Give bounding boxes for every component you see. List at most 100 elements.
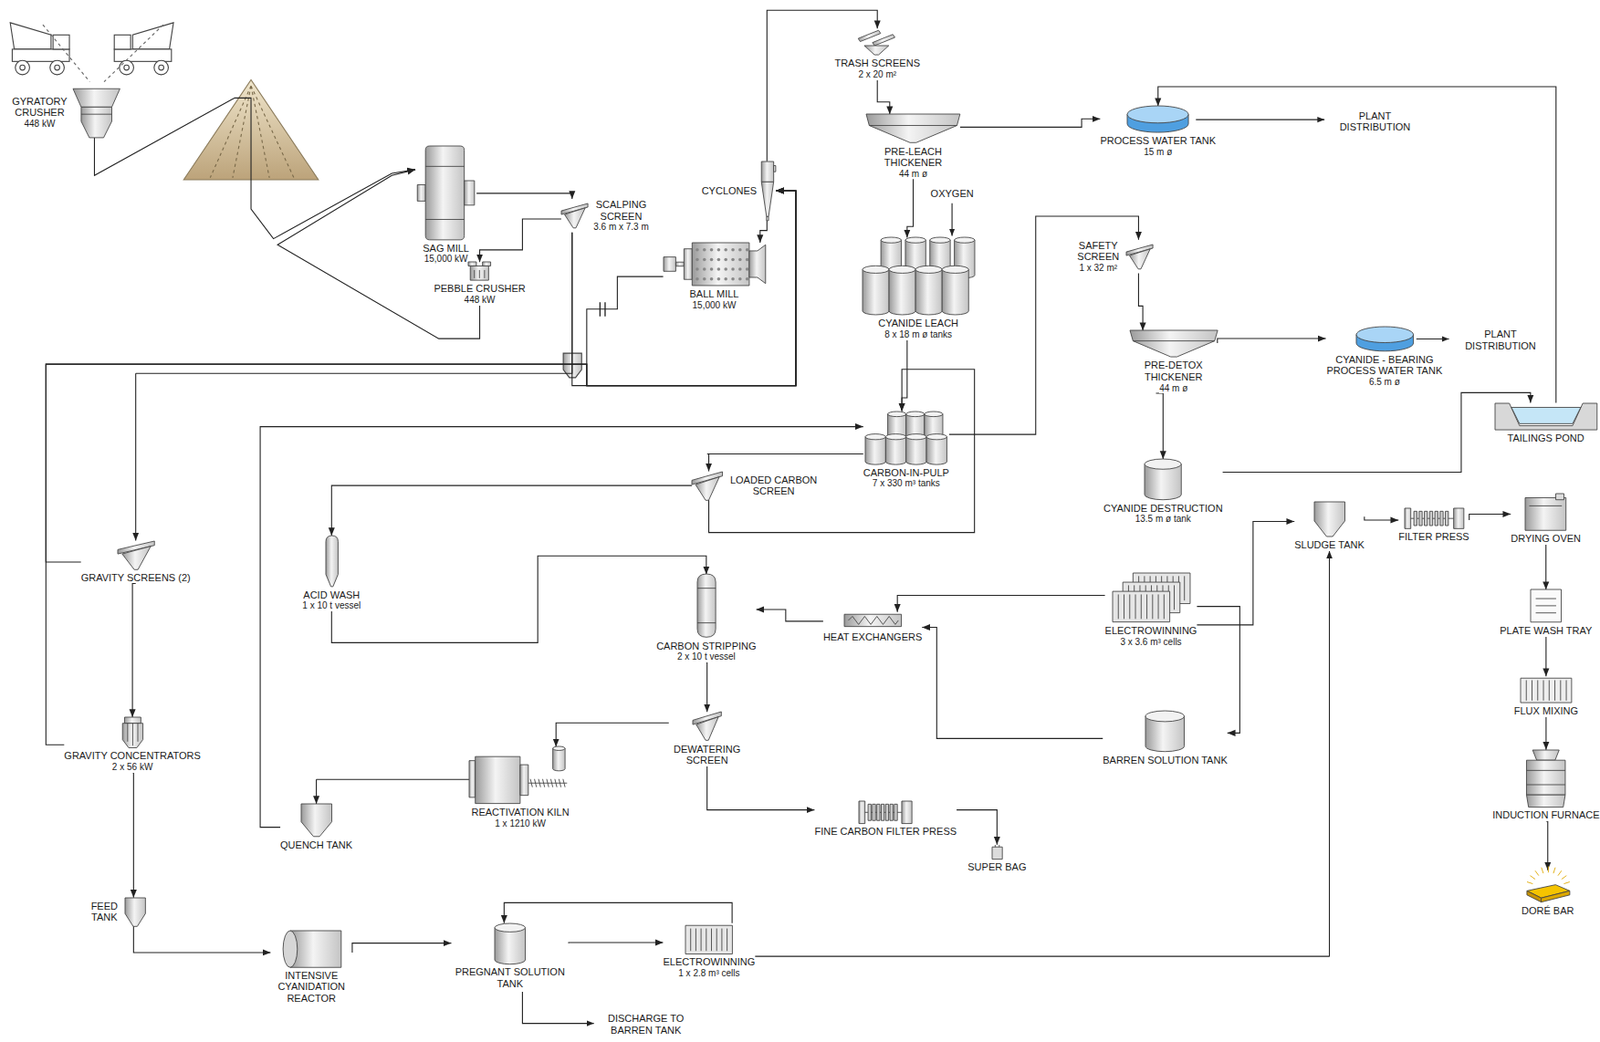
equipment-shape bbox=[868, 125, 957, 126]
equipment-shape bbox=[1530, 875, 1536, 879]
equipment-name: ELECTROWINNING bbox=[662, 956, 755, 969]
equipment-name: ACID WASH bbox=[303, 589, 360, 602]
equipment-shape bbox=[1520, 678, 1572, 703]
equipment-shape bbox=[470, 266, 490, 282]
leader-arrow bbox=[1416, 338, 1450, 340]
path-part bbox=[132, 22, 174, 50]
process-flow-line bbox=[766, 10, 878, 161]
equipment-shape bbox=[726, 928, 728, 952]
mill-liner bbox=[709, 277, 713, 282]
equipment-shape bbox=[889, 804, 893, 821]
mill-liner bbox=[723, 248, 728, 252]
equipment-spec: 13.5 m ø tank bbox=[1135, 513, 1192, 525]
label-group: BARREN SOLUTION TANK bbox=[1102, 754, 1228, 767]
equipment-shape bbox=[543, 779, 545, 788]
process-flow-line bbox=[897, 596, 1105, 613]
equipment-shape bbox=[877, 804, 880, 821]
process-flow-line bbox=[956, 810, 997, 846]
equipment-shape bbox=[559, 779, 562, 788]
equipment-icon bbox=[282, 930, 342, 968]
rect-part bbox=[114, 34, 131, 50]
equipment-shape bbox=[468, 261, 477, 266]
label-group: CYANIDE - BEARING PROCESS WATER TANK6.5 … bbox=[1326, 354, 1444, 388]
equipment-shape bbox=[1548, 680, 1550, 701]
equipment-name: ELECTROWINNING bbox=[1105, 625, 1198, 638]
equipment-shape bbox=[847, 616, 899, 625]
equipment-shape bbox=[1529, 505, 1563, 507]
label-group: CARBON-IN-PULP7 x 330 m³ tanks bbox=[863, 467, 950, 490]
circle-part bbox=[154, 60, 169, 75]
tank-top bbox=[926, 433, 947, 440]
equipment-icon bbox=[1129, 330, 1218, 357]
tank-top bbox=[1356, 326, 1414, 344]
equipment-shape bbox=[691, 242, 750, 286]
equipment-node: DORÉ BAR bbox=[1518, 870, 1577, 918]
circle-part bbox=[50, 60, 65, 75]
equipment-name: SCALPING SCREEN bbox=[590, 198, 652, 222]
equipment-name: GYRATORY CRUSHER bbox=[9, 95, 71, 119]
process-flow-line bbox=[352, 943, 452, 953]
equipment-icon bbox=[1495, 403, 1598, 430]
equipment-node: SCALPING SCREEN3.6 m x 7.3 m bbox=[561, 198, 652, 233]
equipment-name: BALL MILL bbox=[689, 288, 739, 301]
equipment-shape bbox=[881, 804, 885, 821]
leader-arrow bbox=[522, 992, 594, 1025]
equipment-shape bbox=[1183, 576, 1185, 602]
equipment-shape bbox=[1453, 508, 1464, 529]
equipment-shape bbox=[685, 925, 733, 954]
equipment-shape bbox=[73, 88, 120, 107]
process-flow-line bbox=[94, 97, 416, 239]
equipment-shape bbox=[992, 847, 1003, 859]
equipment-shape bbox=[894, 804, 898, 821]
circle-part bbox=[119, 60, 135, 75]
equipment-icon bbox=[1404, 508, 1465, 529]
equipment-shape bbox=[534, 779, 537, 788]
equipment-shape bbox=[901, 801, 912, 825]
mill-liner bbox=[716, 258, 721, 262]
mill-liner bbox=[723, 277, 728, 282]
equipment-icon bbox=[1530, 589, 1562, 623]
equipment-node: QUENCH TANK bbox=[280, 804, 353, 851]
equipment-shape bbox=[1558, 870, 1562, 876]
equipment-shape bbox=[1526, 760, 1566, 795]
equipment-icon bbox=[692, 711, 722, 741]
tank-top bbox=[494, 923, 526, 932]
tank-top bbox=[1127, 105, 1189, 124]
equipment-shape bbox=[675, 261, 684, 266]
process-flow-line bbox=[132, 583, 136, 717]
process-flow-line bbox=[705, 662, 708, 712]
equipment-node: PEBBLE CRUSHER448 kW bbox=[433, 261, 525, 305]
equipment-shape bbox=[761, 161, 774, 182]
equipment-shape bbox=[301, 804, 333, 837]
equipment-node: CARBON STRIPPING2 x 10 t vessel bbox=[656, 574, 756, 662]
equipment-shape bbox=[1146, 595, 1148, 620]
equipment-name: FEED TANK bbox=[86, 900, 123, 924]
equipment-shape bbox=[1439, 511, 1443, 526]
process-flow-line bbox=[1196, 522, 1295, 626]
equipment-name: FILTER PRESS bbox=[1398, 531, 1469, 544]
equipment-spec: 2 x 56 kW bbox=[112, 762, 153, 774]
equipment-spec: 1 x 2.8 m³ cells bbox=[678, 968, 740, 980]
process-flow-line bbox=[921, 627, 1103, 740]
process-flow-line bbox=[1223, 392, 1531, 472]
equipment-node: PLATE WASH TRAY bbox=[1499, 589, 1592, 637]
process-flow-line bbox=[331, 555, 707, 643]
equipment-shape bbox=[888, 270, 916, 316]
label-group: ELECTROWINNING3 x 3.6 m³ cells bbox=[1105, 625, 1198, 648]
label-group: CARBON STRIPPING2 x 10 t vessel bbox=[656, 640, 756, 663]
process-flow-line bbox=[756, 609, 824, 622]
process-flow-line bbox=[709, 369, 975, 534]
equipment-icon bbox=[1112, 573, 1191, 623]
label-group: GYRATORY CRUSHER448 kW bbox=[9, 95, 71, 130]
equipment-name: GRAVITY SCREENS (2) bbox=[81, 572, 191, 585]
equipment-shape bbox=[872, 34, 896, 46]
label-group: TAILINGS POND bbox=[1507, 432, 1585, 445]
equipment-shape bbox=[1525, 498, 1567, 532]
equipment-shape bbox=[1526, 890, 1542, 902]
equipment-shape bbox=[885, 436, 906, 464]
equipment-shape bbox=[748, 244, 765, 283]
equipment-shape bbox=[1531, 680, 1533, 701]
equipment-name: PEBBLE CRUSHER bbox=[433, 282, 525, 295]
tank-top bbox=[941, 266, 969, 274]
equipment-node: INTENSIVE CYANIDATION REACTOR bbox=[270, 930, 352, 1005]
